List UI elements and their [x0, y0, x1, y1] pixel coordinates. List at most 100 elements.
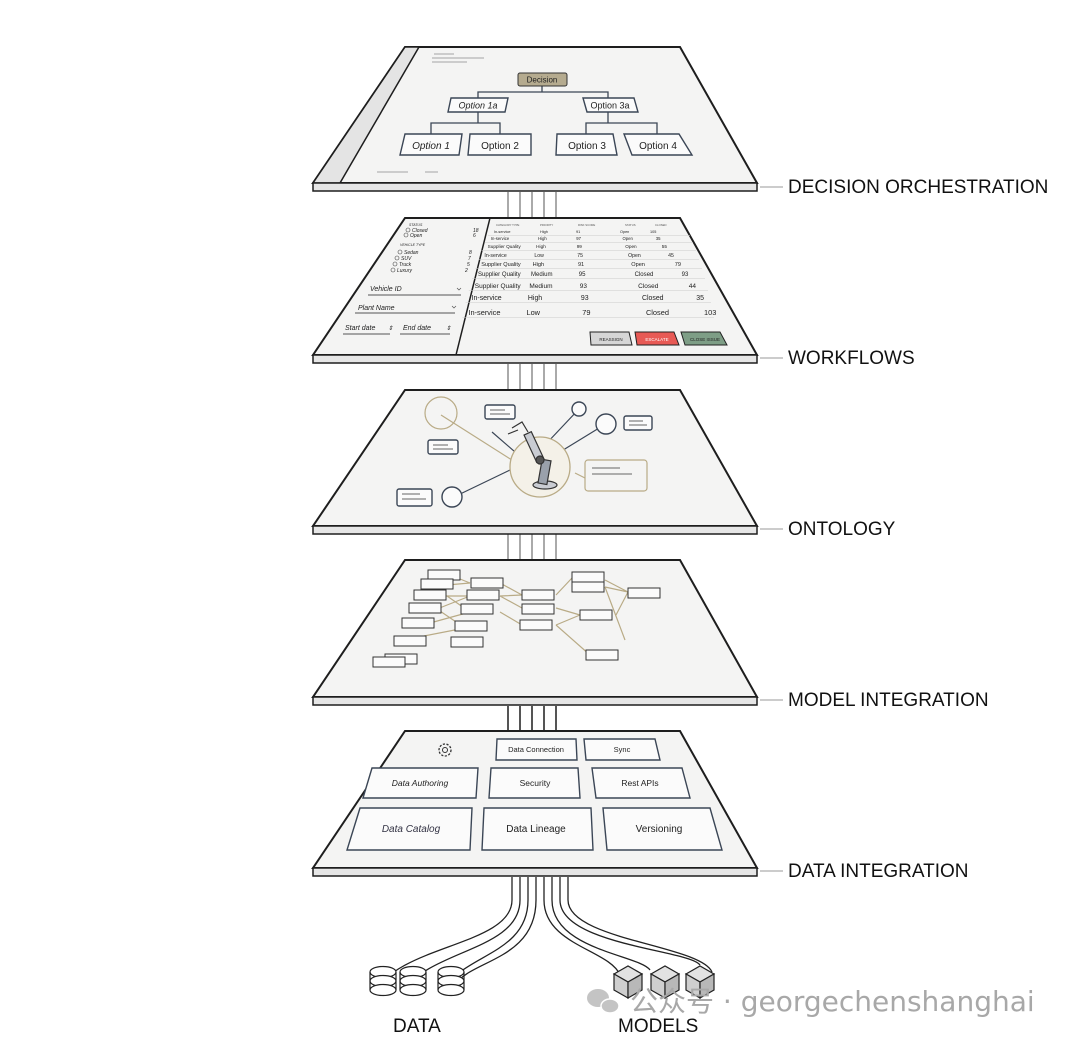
- vehicle-count: 5: [467, 262, 470, 268]
- option-2-label: Option 2: [481, 141, 519, 152]
- data-authoring-tile[interactable]: Data Authoring: [362, 767, 479, 799]
- svg-text:Data Lineage: Data Lineage: [506, 824, 566, 835]
- table-cell: 91: [576, 230, 580, 234]
- rest-apis-tile[interactable]: Rest APIs: [591, 767, 691, 799]
- table-cell: Open: [620, 230, 629, 234]
- security-tile[interactable]: Security: [488, 767, 581, 799]
- data-connection-tile[interactable]: Data Connection: [495, 738, 578, 761]
- model-node: [627, 587, 661, 599]
- ontology-layer: [311, 389, 759, 535]
- table-cell: High: [540, 230, 548, 234]
- svg-text:End date: End date: [403, 325, 431, 332]
- model-node: [393, 635, 427, 647]
- svg-text:CLOSE ISSUE: CLOSE ISSUE: [690, 337, 720, 342]
- svg-text:Vehicle ID: Vehicle ID: [370, 286, 402, 293]
- svg-text:Plant Name: Plant Name: [358, 305, 395, 312]
- data-integration-layer: Data Connection Sync Data Authoring Secu…: [311, 730, 759, 877]
- table-cell: High: [536, 244, 546, 249]
- layer-label-data-integration: DATA INTEGRATION: [788, 861, 969, 882]
- status-filter-title: STATUS: [409, 223, 423, 227]
- table-column-header: PRIORITY: [540, 223, 553, 227]
- svg-text:Data Authoring: Data Authoring: [392, 778, 449, 788]
- option-3-label: Option 3: [568, 141, 606, 152]
- svg-text:Data Connection: Data Connection: [508, 745, 564, 754]
- sync-tile[interactable]: Sync: [583, 738, 661, 761]
- table-cell: 79: [675, 262, 681, 268]
- ontology-card: [427, 439, 459, 455]
- svg-text:ESCALATE: ESCALATE: [645, 337, 668, 342]
- data-lineage-tile[interactable]: Data Lineage: [481, 807, 594, 851]
- svg-text:Start date: Start date: [345, 325, 375, 332]
- table-cell: In-service: [494, 230, 510, 234]
- model-node: [579, 609, 613, 621]
- table-cell: Medium: [531, 272, 553, 278]
- table-cell: Supplier Quality: [475, 283, 522, 290]
- reassign-button[interactable]: REASSIGN: [589, 331, 633, 346]
- model-cube-icon: [684, 965, 716, 1000]
- table-cell: 35: [696, 295, 704, 302]
- table-cell: Closed: [642, 295, 664, 302]
- table-cell: Supplier Quality: [478, 272, 522, 278]
- escalate-button[interactable]: ESCALATE: [634, 331, 680, 346]
- table-cell: Closed: [638, 283, 659, 290]
- vehicle-option-suv[interactable]: SUV: [401, 256, 412, 262]
- table-column-header: CATEGORY TYPE: [496, 223, 520, 227]
- model-cube-icon: [649, 965, 681, 1000]
- table-cell: 103: [704, 308, 716, 317]
- end-date-input[interactable]: End date⇕: [400, 325, 451, 335]
- table-cell: 93: [682, 272, 689, 278]
- table-column-header: STATUS: [625, 223, 636, 227]
- table-cell: 45: [668, 253, 674, 259]
- plant-name-dropdown[interactable]: Plant Name: [355, 305, 457, 314]
- option-4-label: Option 4: [639, 141, 677, 152]
- table-cell: Closed: [646, 308, 669, 317]
- table-cell: Low: [526, 308, 540, 317]
- start-date-input[interactable]: Start date⇕: [343, 325, 393, 335]
- option-1-label: Option 1: [412, 141, 450, 152]
- model-node: [521, 589, 555, 601]
- model-node: [454, 620, 488, 632]
- model-node: [470, 577, 504, 589]
- option-3a-label: Option 3a: [590, 101, 629, 111]
- status-option-open[interactable]: Open: [410, 233, 422, 239]
- status-count: 6: [473, 233, 476, 239]
- close-issue-button[interactable]: CLOSE ISSUE: [680, 331, 728, 346]
- table-cell: 93: [580, 283, 588, 290]
- option-3a-node: [582, 97, 639, 113]
- svg-text:Sync: Sync: [614, 745, 631, 754]
- vehicle-count: 2: [464, 268, 468, 274]
- model-node: [466, 589, 500, 601]
- vehicle-option-sedan[interactable]: Sedan: [404, 250, 419, 256]
- layer-label-decision-orchestration: DECISION ORCHESTRATION: [788, 177, 1048, 198]
- status-option-closed[interactable]: Closed: [412, 228, 428, 234]
- vehicle-option-truck[interactable]: Truck: [399, 262, 412, 268]
- database-icon: [369, 965, 397, 997]
- option-1a-label: Option 1a: [458, 101, 497, 111]
- versioning-tile[interactable]: Versioning: [602, 807, 723, 851]
- vehicle-option-luxury[interactable]: Luxury: [397, 268, 413, 274]
- wechat-icon: [587, 989, 620, 1014]
- models-source-label: MODELS: [618, 1016, 698, 1037]
- table-cell: Medium: [529, 283, 552, 290]
- vehicle-count: 7: [468, 256, 471, 262]
- watermark: 公众号 · georgechenshanghai: [630, 985, 1035, 1018]
- table-cell: In-service: [468, 308, 500, 317]
- vehicle-filter-title: VEHICLE TYPE: [400, 243, 426, 247]
- data-catalog-tile[interactable]: Data Catalog: [346, 807, 473, 851]
- ontology-card: [484, 404, 516, 420]
- model-cube-icon: [612, 965, 644, 1000]
- database-icon: [399, 965, 427, 997]
- vehicle-id-dropdown[interactable]: Vehicle ID: [368, 286, 462, 296]
